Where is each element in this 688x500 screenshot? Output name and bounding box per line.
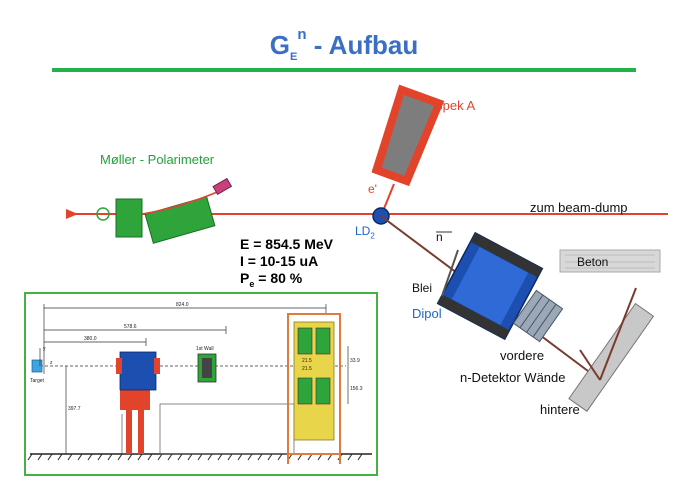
dim-small2: 21.5: [302, 366, 312, 372]
target-tag: Target: [30, 378, 44, 384]
inset-tower: [287, 313, 341, 455]
axis-y-label: y: [43, 346, 46, 352]
moller-label: Møller - Polarimeter: [100, 152, 215, 167]
front-detector-wall: [512, 289, 564, 343]
beam-arrow: [66, 209, 78, 219]
spectrometer-a: [371, 84, 445, 187]
hintere-label: hintere: [540, 402, 580, 417]
side-view-drawing: [27, 304, 372, 464]
beton-label: Beton: [577, 255, 609, 269]
current-value: I = 10-15 uA: [240, 253, 319, 269]
vordere-label: vordere: [500, 348, 545, 363]
title-divider: [52, 68, 636, 72]
side-view-inset: 824.0 578.6 380.0 397.7 33.9 156.3 21.5 …: [24, 292, 378, 476]
inset-magnet: [119, 351, 157, 391]
dim-right2: 156.3: [350, 386, 363, 392]
wall-tag: 1st Wall: [196, 346, 214, 352]
blei-label: Blei: [412, 281, 433, 295]
moller-detector: [212, 177, 233, 196]
dim-right1: 33.9: [350, 358, 360, 364]
rear-detector-wall: [568, 302, 655, 412]
beton-block: [559, 249, 661, 273]
inset-target: [31, 359, 43, 373]
dipol-magnet: [436, 231, 544, 341]
polarization-value: Pe = 80 %: [240, 270, 303, 289]
dim-short: 380.0: [84, 336, 97, 342]
inset-magnet-base: [120, 390, 150, 410]
energy-value: E = 854.5 MeV: [240, 236, 334, 252]
beam-parameters: E = 854.5 MeV I = 10-15 uA Pe = 80 %: [240, 236, 333, 293]
lead-shield: [441, 249, 459, 297]
dim-height: 397.7: [68, 406, 81, 412]
dim-total: 824.0: [176, 302, 189, 308]
beam-dump-label: zum beam-dump: [530, 200, 628, 215]
dim-mid: 578.6: [124, 324, 137, 330]
n-detektor-label: n-Detektor Wände: [460, 370, 566, 385]
moller-magnet-2: [144, 196, 216, 244]
beton-texture: [565, 254, 655, 269]
moller-magnet-1: [115, 198, 143, 238]
neutron-label: n: [436, 230, 443, 244]
moller-scattered-beam: [141, 189, 223, 215]
spek-a-label: Spek A: [434, 98, 476, 113]
axis-z-label: z: [50, 360, 53, 366]
neutron-line-rear: [599, 287, 637, 381]
inset-platform: [159, 403, 295, 455]
dim-small1: 21.5: [302, 358, 312, 364]
beam-monitor-ring: [96, 207, 110, 221]
dipol-label: Dipol: [412, 306, 442, 321]
page-title: GEn - Aufbau: [269, 26, 419, 64]
electron-label: e': [368, 182, 377, 196]
target-label: LD2: [355, 224, 375, 241]
